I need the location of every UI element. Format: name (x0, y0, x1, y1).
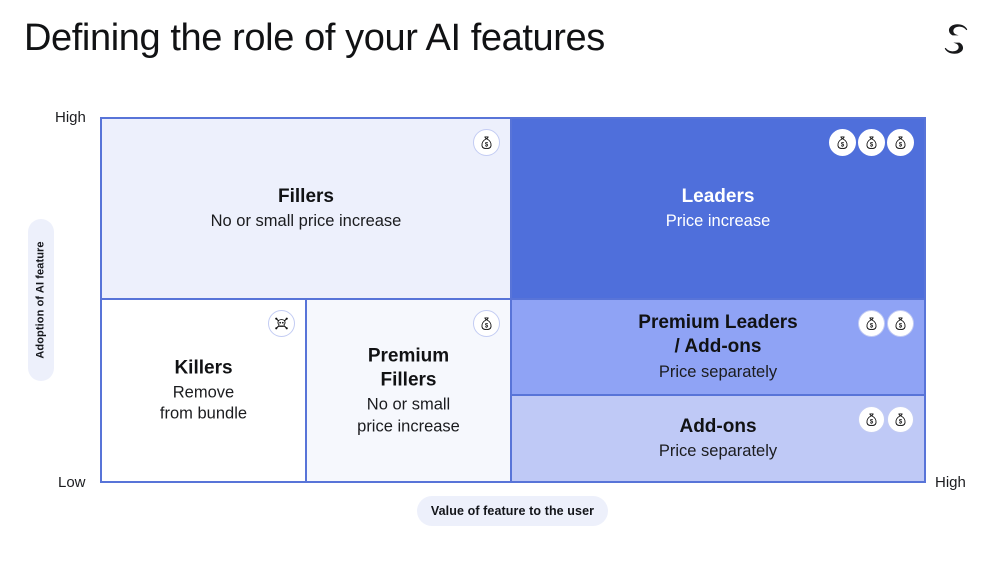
quadrant-title: Fillers (278, 185, 334, 207)
badge-row-killers (268, 310, 295, 337)
quadrant-title: Killers (174, 356, 233, 378)
quadrant-subtitle: No or small price increase (210, 211, 402, 230)
svg-text:$: $ (870, 323, 874, 329)
quadrant-title: Premium Fillers (367, 344, 450, 391)
money-bag-icon: $ (473, 129, 500, 156)
quadrant-subtitle: Price separately (658, 362, 778, 381)
y-axis-title: Adoption of AI feature (28, 219, 54, 381)
quadrant-fillers-content: Fillers No or small price increase (102, 185, 510, 233)
quadrant-leaders[interactable]: $ $ $ (512, 119, 924, 298)
badge-row-premium-fillers: $ (473, 310, 500, 337)
money-bag-icon: $ (887, 406, 914, 433)
badge-row-addons: $ $ (858, 406, 914, 433)
quadrant-premium-leaders-content: Premium Leaders / Add-ons Price separate… (512, 311, 924, 383)
x-axis-tick-high: High (935, 474, 966, 491)
money-bag-icon: $ (887, 129, 914, 156)
quadrant-subtitle: Remove from bundle (159, 383, 248, 423)
svg-text:$: $ (485, 142, 489, 148)
skull-crossbones-icon (268, 310, 295, 337)
quadrant-subtitle: Price separately (658, 441, 778, 460)
quadrant-subtitle: Price increase (665, 211, 771, 230)
quadrant-addons[interactable]: $ $ Add-ons Price separately (512, 396, 924, 481)
svg-text:$: $ (870, 142, 874, 148)
divider-vertical-bottom (305, 300, 307, 481)
divider-vertical-main (510, 119, 512, 481)
money-bag-icon: $ (473, 310, 500, 337)
quadrant-title: Premium Leaders / Add-ons (638, 311, 798, 358)
badge-row-premium-leaders: $ $ (858, 310, 914, 337)
svg-text:$: $ (870, 419, 874, 425)
money-bag-icon: $ (829, 129, 856, 156)
quadrant-leaders-content: Leaders Price increase (512, 185, 924, 233)
divider-horizontal-right-mid (512, 394, 924, 396)
x-axis-title-label: Value of feature to the user (430, 504, 595, 518)
badge-row-fillers: $ (473, 129, 500, 156)
divider-horizontal-right-top (512, 298, 924, 300)
page-title: Defining the role of your AI features (24, 17, 605, 59)
quadrant-fillers[interactable]: $ Fillers No or small price increase (102, 119, 510, 298)
y-axis-title-label: Adoption of AI feature (35, 241, 47, 359)
money-bag-icon: $ (858, 129, 885, 156)
svg-text:$: $ (899, 323, 903, 329)
y-axis-tick-high: High (55, 109, 86, 126)
money-bag-icon: $ (858, 310, 885, 337)
quadrant-premium-leaders[interactable]: $ $ Premium Leaders / Add-ons Price sepa… (512, 300, 924, 394)
quadrant-addons-content: Add-ons Price separately (512, 415, 924, 463)
quadrant-premium-fillers[interactable]: $ Premium Fillers No or small price incr… (307, 300, 510, 481)
quadrant-title: Add-ons (679, 415, 757, 437)
y-axis-tick-low: Low (58, 474, 86, 491)
svg-text:$: $ (899, 419, 903, 425)
svg-text:$: $ (485, 323, 489, 329)
money-bag-icon: $ (887, 310, 914, 337)
svg-text:$: $ (899, 142, 903, 148)
money-bag-icon: $ (858, 406, 885, 433)
quadrant-title: Leaders (681, 185, 755, 207)
quadrant-premium-fillers-content: Premium Fillers No or small price increa… (307, 344, 510, 438)
x-axis-title: Value of feature to the user (417, 496, 608, 526)
quadrant-killers[interactable]: Killers Remove from bundle (102, 300, 305, 481)
quadrant-matrix: $ Fillers No or small price increase $ (100, 117, 926, 483)
brand-logo-icon (938, 22, 974, 56)
divider-horizontal-main (102, 298, 510, 300)
badge-row-leaders: $ $ $ (829, 129, 914, 156)
svg-text:$: $ (841, 142, 845, 148)
quadrant-killers-content: Killers Remove from bundle (102, 356, 305, 425)
quadrant-subtitle: No or small price increase (357, 395, 460, 435)
